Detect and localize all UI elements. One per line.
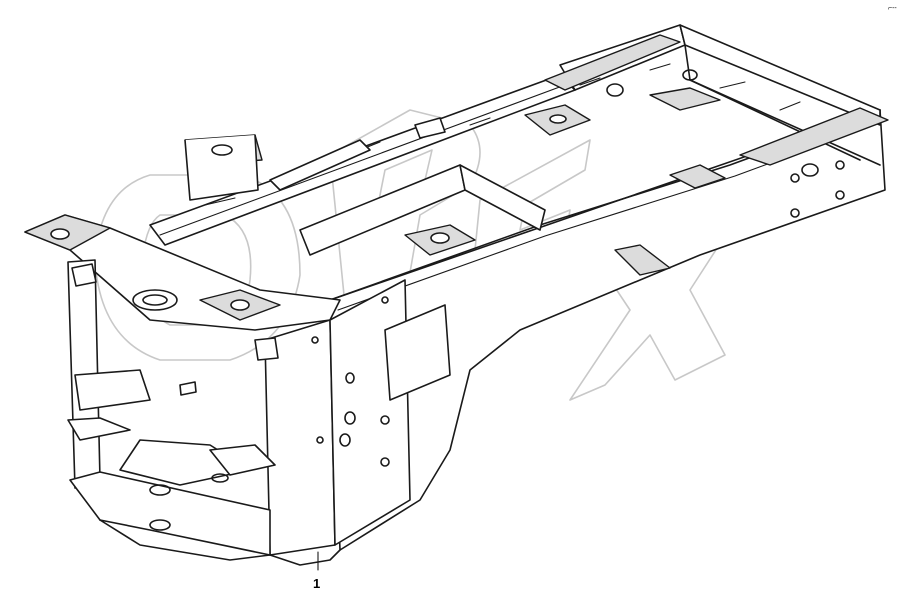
- corner-mark: ⌐--: [888, 5, 897, 12]
- bracket-details: [67, 63, 845, 531]
- mounting-pads: [24, 34, 889, 321]
- callout-1: 1: [313, 551, 320, 591]
- callout-label: 1: [313, 576, 320, 591]
